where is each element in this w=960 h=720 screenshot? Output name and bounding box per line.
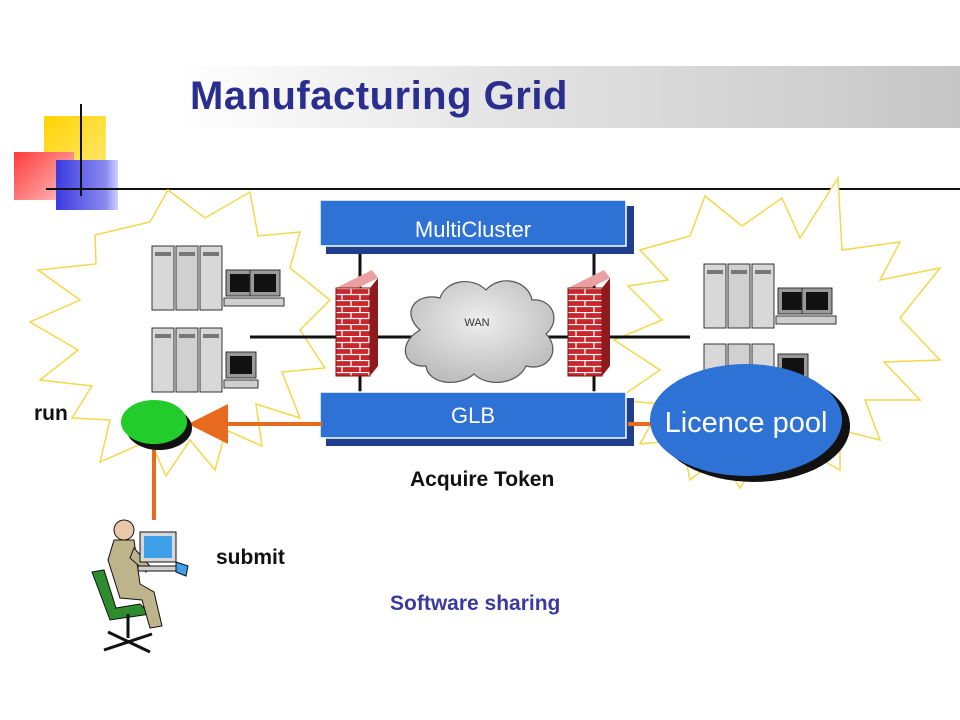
wan-cloud: WAN [404,280,555,383]
multicluster-node: MultiCluster [319,199,634,254]
blue-square [56,160,118,210]
multicluster-label: MultiCluster [415,217,531,242]
vertical-rule [80,104,82,196]
glb-node: GLB [319,391,634,446]
corner-decoration [0,0,960,220]
run-node [121,400,192,450]
run-label: run [34,402,68,425]
right-firewall [567,270,610,377]
acquire-token-label: Acquire Token [410,468,555,491]
glb-label: GLB [451,403,495,428]
licence-pool-node: Licence pool [650,364,850,482]
page-title: Manufacturing Grid [190,74,568,118]
submit-label: submit [216,546,285,569]
title-bar: Manufacturing Grid [178,66,960,128]
left-server-cluster [151,245,285,393]
licence-pool-label: Licence pool [665,407,828,439]
horizontal-rule [46,188,960,190]
wan-label: WAN [464,317,489,329]
left-firewall [335,270,378,377]
caption-software-sharing: Software sharing [390,592,561,615]
user-workstation-icon [91,519,189,654]
